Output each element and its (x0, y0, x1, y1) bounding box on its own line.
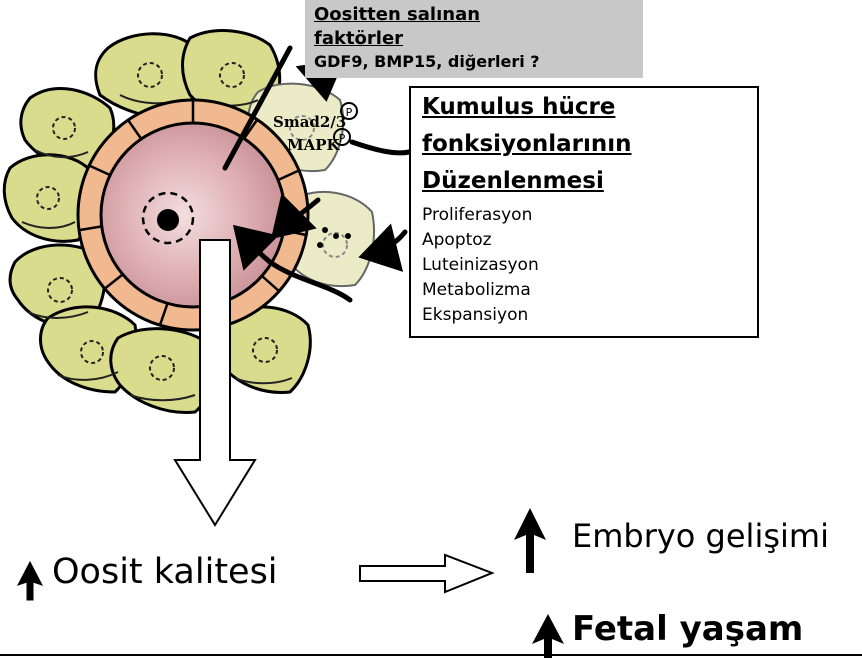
regulation-heading-line1: Kumulus hücre (422, 92, 615, 122)
oocyte-quality-label: Oosit kalitesi (52, 551, 278, 593)
regulation-item-luteinization: Luteinizasyon (422, 254, 539, 276)
factors-title-line2: faktörler (314, 28, 403, 50)
smad-phospho-icon: P (340, 102, 358, 120)
regulation-item-metabolism: Metabolizma (422, 279, 531, 301)
mapk-label: MAPK (287, 136, 340, 154)
factors-title-line1: Oositten salınan (314, 4, 480, 26)
smad-label: Smad2/3 (273, 113, 346, 131)
outcome-right-arrow (360, 555, 492, 592)
oocyte (101, 123, 285, 307)
mapk-to-box-line (352, 142, 409, 153)
cumulus-regulation-box: Kumulus hücre fonksiyonlarının Düzenlenm… (409, 86, 759, 338)
embryo-up-arrow (514, 508, 546, 573)
regulation-item-proliferation: Proliferasyon (422, 204, 532, 226)
regulation-item-expansion: Ekspansiyon (422, 304, 528, 326)
fetal-life-label: Fetal yaşam (572, 608, 803, 650)
oocyte-quality-up-arrow (18, 562, 42, 600)
factors-list: GDF9, BMP15, diğerleri ? (314, 52, 540, 72)
oocyte-factors-box: Oositten salınan faktörler GDF9, BMP15, … (305, 0, 643, 78)
regulation-heading-line2: fonksiyonlarının (422, 129, 631, 159)
fetal-up-arrow (532, 614, 564, 658)
oocyte-nucleolus (157, 209, 179, 231)
regulation-heading-line3: Düzenlenmesi (422, 166, 604, 196)
regulation-item-apoptosis: Apoptoz (422, 229, 492, 251)
embryo-development-label: Embryo gelişimi (572, 515, 829, 557)
mapk-phospho-icon: P (333, 128, 351, 146)
